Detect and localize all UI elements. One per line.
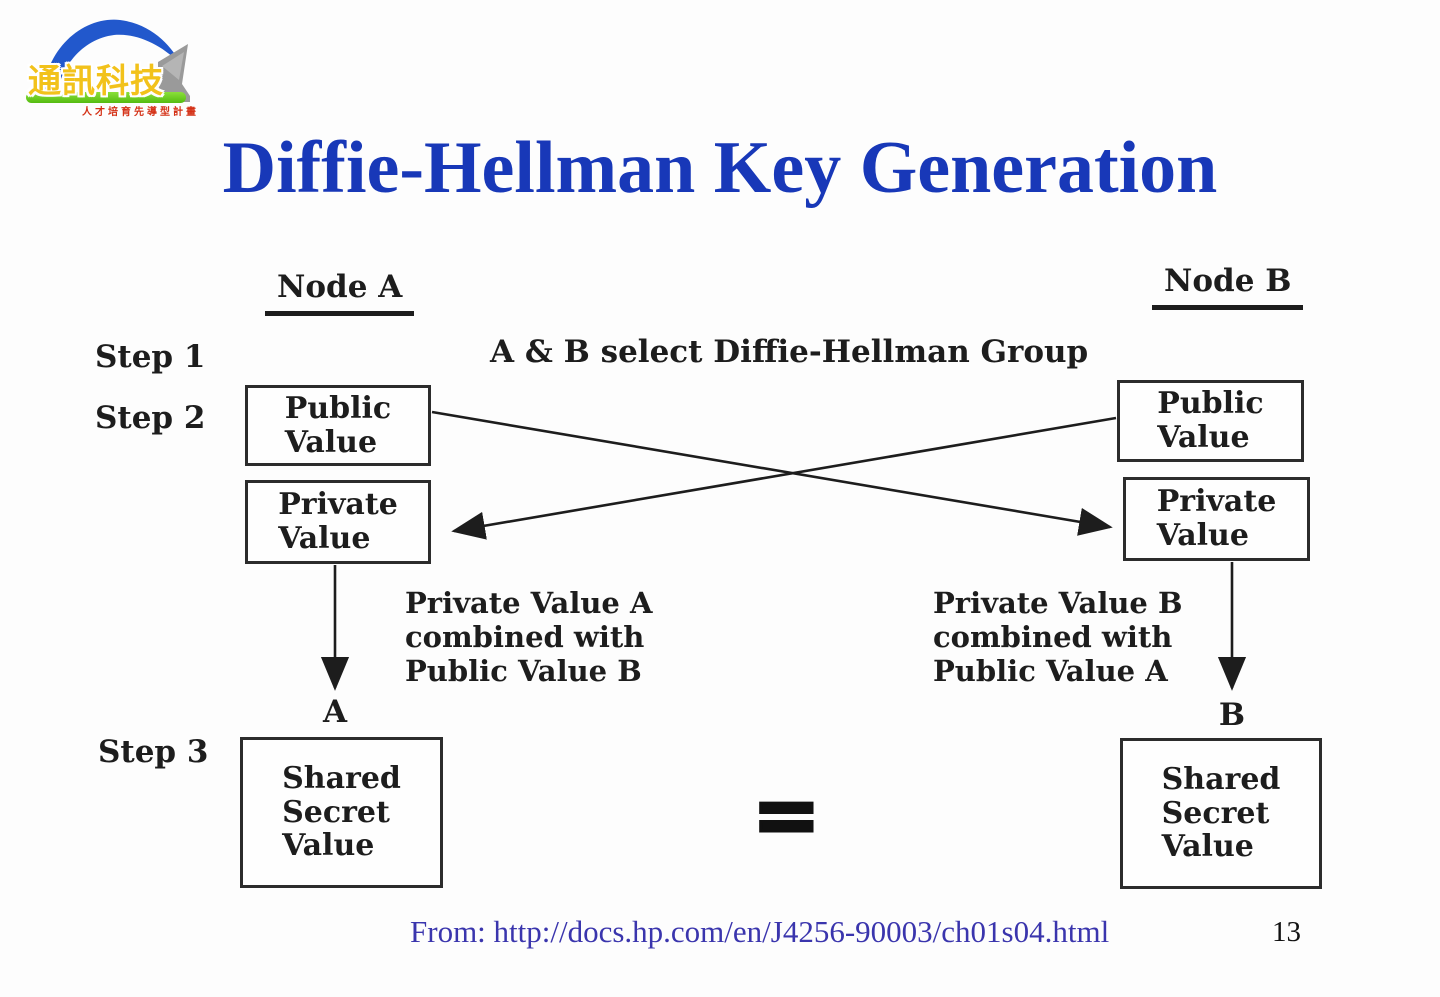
logo-arc-icon	[42, 19, 182, 103]
step-3-label: Step 3	[98, 734, 209, 770]
private-value-a-box: Private Value	[245, 480, 431, 564]
public-value-b-box: Public Value	[1117, 380, 1304, 462]
combine-a-caption: Private Value A combined with Public Val…	[405, 586, 653, 689]
arrow-public-b-to-private-a	[451, 416, 1117, 540]
satellite-dish-icon	[158, 44, 190, 102]
select-group-caption: A & B select Diffie-Hellman Group	[490, 334, 1089, 370]
node-b-heading: Node B	[1152, 263, 1304, 310]
page-number: 13	[1272, 916, 1301, 948]
private-value-b-box: Private Value	[1123, 477, 1310, 561]
logo: 通訊科技 人才培育先導型計畫	[12, 6, 196, 118]
step-1-label: Step 1	[95, 339, 206, 375]
arrow-public-a-to-private-b	[431, 410, 1113, 536]
step-2-label: Step 2	[95, 400, 206, 436]
public-value-a-box: Public Value	[245, 385, 431, 466]
result-b-label: B	[1218, 697, 1246, 733]
slide-title: Diffie-Hellman Key Generation	[222, 127, 1218, 209]
source-link[interactable]: From: http://docs.hp.com/en/J4256-90003/…	[410, 914, 1110, 949]
combine-b-caption: Private Value B combined with Public Val…	[933, 586, 1183, 689]
result-a-label: A	[322, 694, 348, 730]
logo-graphic	[42, 19, 190, 103]
shared-secret-b-box: Shared Secret Value	[1120, 738, 1322, 889]
node-a-heading: Node A	[265, 269, 415, 316]
equals-sign: =	[751, 767, 823, 865]
shared-secret-a-box: Shared Secret Value	[240, 737, 443, 888]
logo-green-bar	[26, 92, 186, 103]
node-a-label: Node A	[265, 269, 415, 316]
logo-tagline: 人才培育先導型計畫	[82, 107, 199, 118]
node-b-label: Node B	[1152, 263, 1304, 310]
logo-brand-text: 通訊科技	[28, 61, 164, 100]
